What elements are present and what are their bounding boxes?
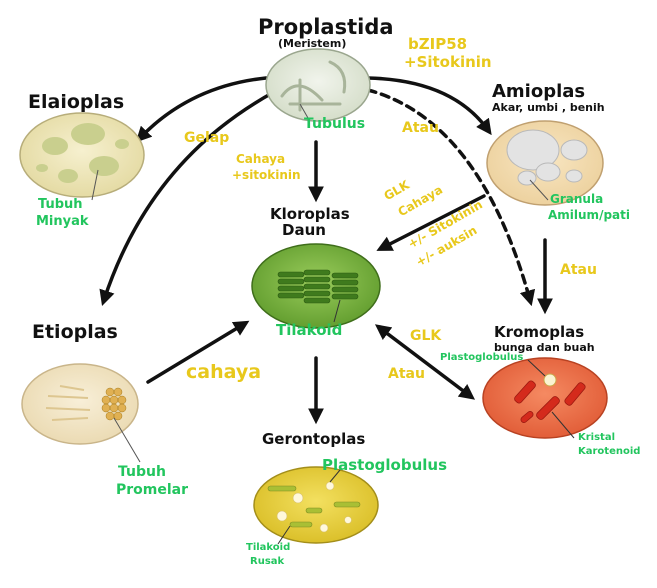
condition-bzip58: bZIP58	[408, 35, 468, 53]
gerontoplast-thylakoid-label-line1: Tilakoid	[246, 542, 291, 553]
condition-cahaya: Cahaya	[236, 152, 286, 166]
condition-plus-sitokinin: +sitokinin	[232, 168, 301, 182]
amyloplast-subtitle: Akar, umbi , benih	[492, 101, 605, 114]
condition-sitokinin: +Sitokinin	[404, 53, 492, 71]
condition-gelap: Gelap	[184, 130, 230, 146]
amyloplast-part-label-line2: Amilum/pati	[548, 208, 630, 222]
proplastid-subtitle: (Meristem)	[278, 37, 347, 50]
chloroplast-part-label: Tilakoid	[276, 321, 343, 339]
etioplast-cell	[21, 363, 141, 463]
arrow-amyloplast-to-chloroplast	[376, 194, 486, 251]
amyloplast-part-label-line1: Granula	[550, 192, 604, 206]
condition-atau-bottom: Atau	[388, 366, 425, 382]
amyloplast-cell	[486, 120, 604, 206]
condition-atau-top: Atau	[402, 120, 439, 136]
chromoplast-plastoglobule-label: Plastoglobulus	[440, 352, 524, 363]
chromoplast-title: Kromoplas	[494, 323, 585, 341]
chromoplast-crystal-label-line2: Karotenoid	[578, 446, 641, 457]
arrow-chloroplast-chromoplast-bidirectional	[374, 324, 476, 400]
gerontoplast-thylakoid-label-line2: Rusak	[250, 556, 285, 567]
arrow-proplastid-to-elaioplast	[135, 76, 268, 143]
elaioplast-title: Elaioplas	[28, 91, 125, 113]
chloroplast-title-line1: Kloroplas	[270, 205, 350, 223]
amyloplast-title: Amioplas	[492, 81, 586, 102]
etioplast-part-label-line1: Tubuh	[118, 464, 166, 480]
chromoplast-cell	[482, 357, 608, 439]
gerontoplast-cell	[253, 466, 379, 545]
chloroplast-cell	[251, 243, 381, 329]
elaioplast-cell	[19, 112, 145, 201]
elaioplast-part-label-line2: Minyak	[36, 214, 89, 229]
etioplast-title: Etioplas	[32, 321, 118, 343]
proplastid-part-label: Tubulus	[304, 116, 366, 132]
arrow-proplastid-to-etioplast	[99, 90, 276, 306]
condition-glk: GLK	[410, 328, 442, 344]
arrow-etioplast-to-chloroplast	[146, 320, 250, 384]
condition-cahaya-etioplast: cahaya	[186, 361, 262, 383]
arrow-proplastid-to-chromoplast	[366, 88, 536, 307]
elaioplast-part-label-line1: Tubuh	[38, 197, 83, 212]
arrow-proplastid-to-amyloplast	[366, 76, 492, 136]
chromoplast-subtitle: bunga dan buah	[494, 341, 595, 354]
etioplast-part-label-line2: Promelar	[116, 482, 189, 498]
gerontoplast-plastoglobule-label: Plastoglobulus	[322, 456, 448, 474]
condition-atau-right: Atau	[560, 262, 597, 278]
chloroplast-title-line2: Daun	[282, 221, 326, 239]
proplastid-title: Proplastida	[258, 15, 394, 39]
arrows	[99, 76, 553, 425]
proplastid-cell	[265, 48, 371, 122]
gerontoplast-title: Gerontoplas	[262, 430, 366, 448]
chromoplast-crystal-label-line1: Kristal	[578, 432, 616, 443]
